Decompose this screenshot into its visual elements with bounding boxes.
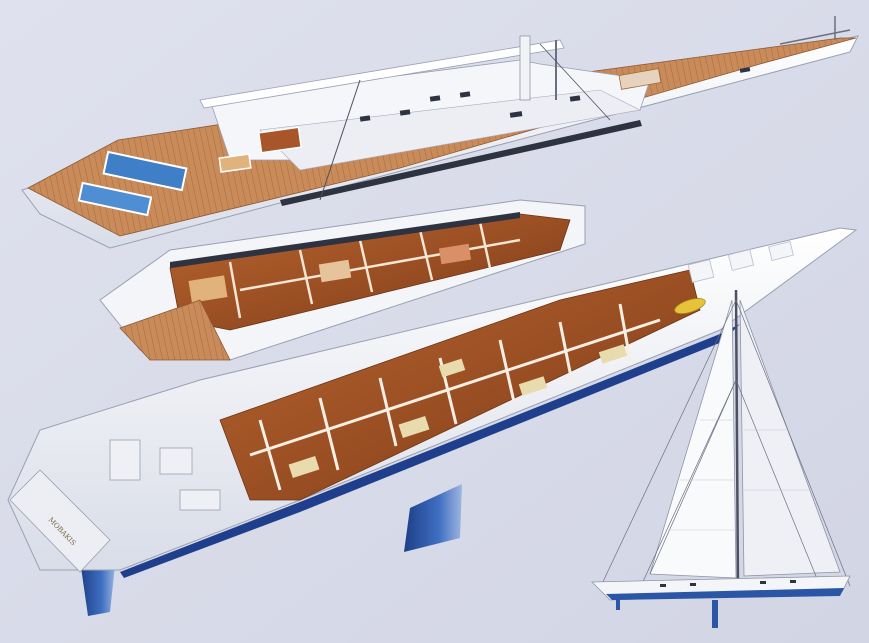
main-sail	[649, 299, 737, 579]
upper-deck-level	[21, 16, 859, 249]
deck-windows	[359, 67, 751, 122]
sailing-profile	[591, 289, 851, 628]
tender	[674, 298, 706, 314]
rudder-fin	[80, 556, 116, 616]
transom: MOBAKIS	[9, 469, 111, 573]
deck-pool	[102, 150, 188, 192]
lower-hull-level: MOBAKIS	[7, 227, 858, 616]
main-deck-level	[99, 199, 586, 361]
keel-fin	[404, 484, 462, 552]
